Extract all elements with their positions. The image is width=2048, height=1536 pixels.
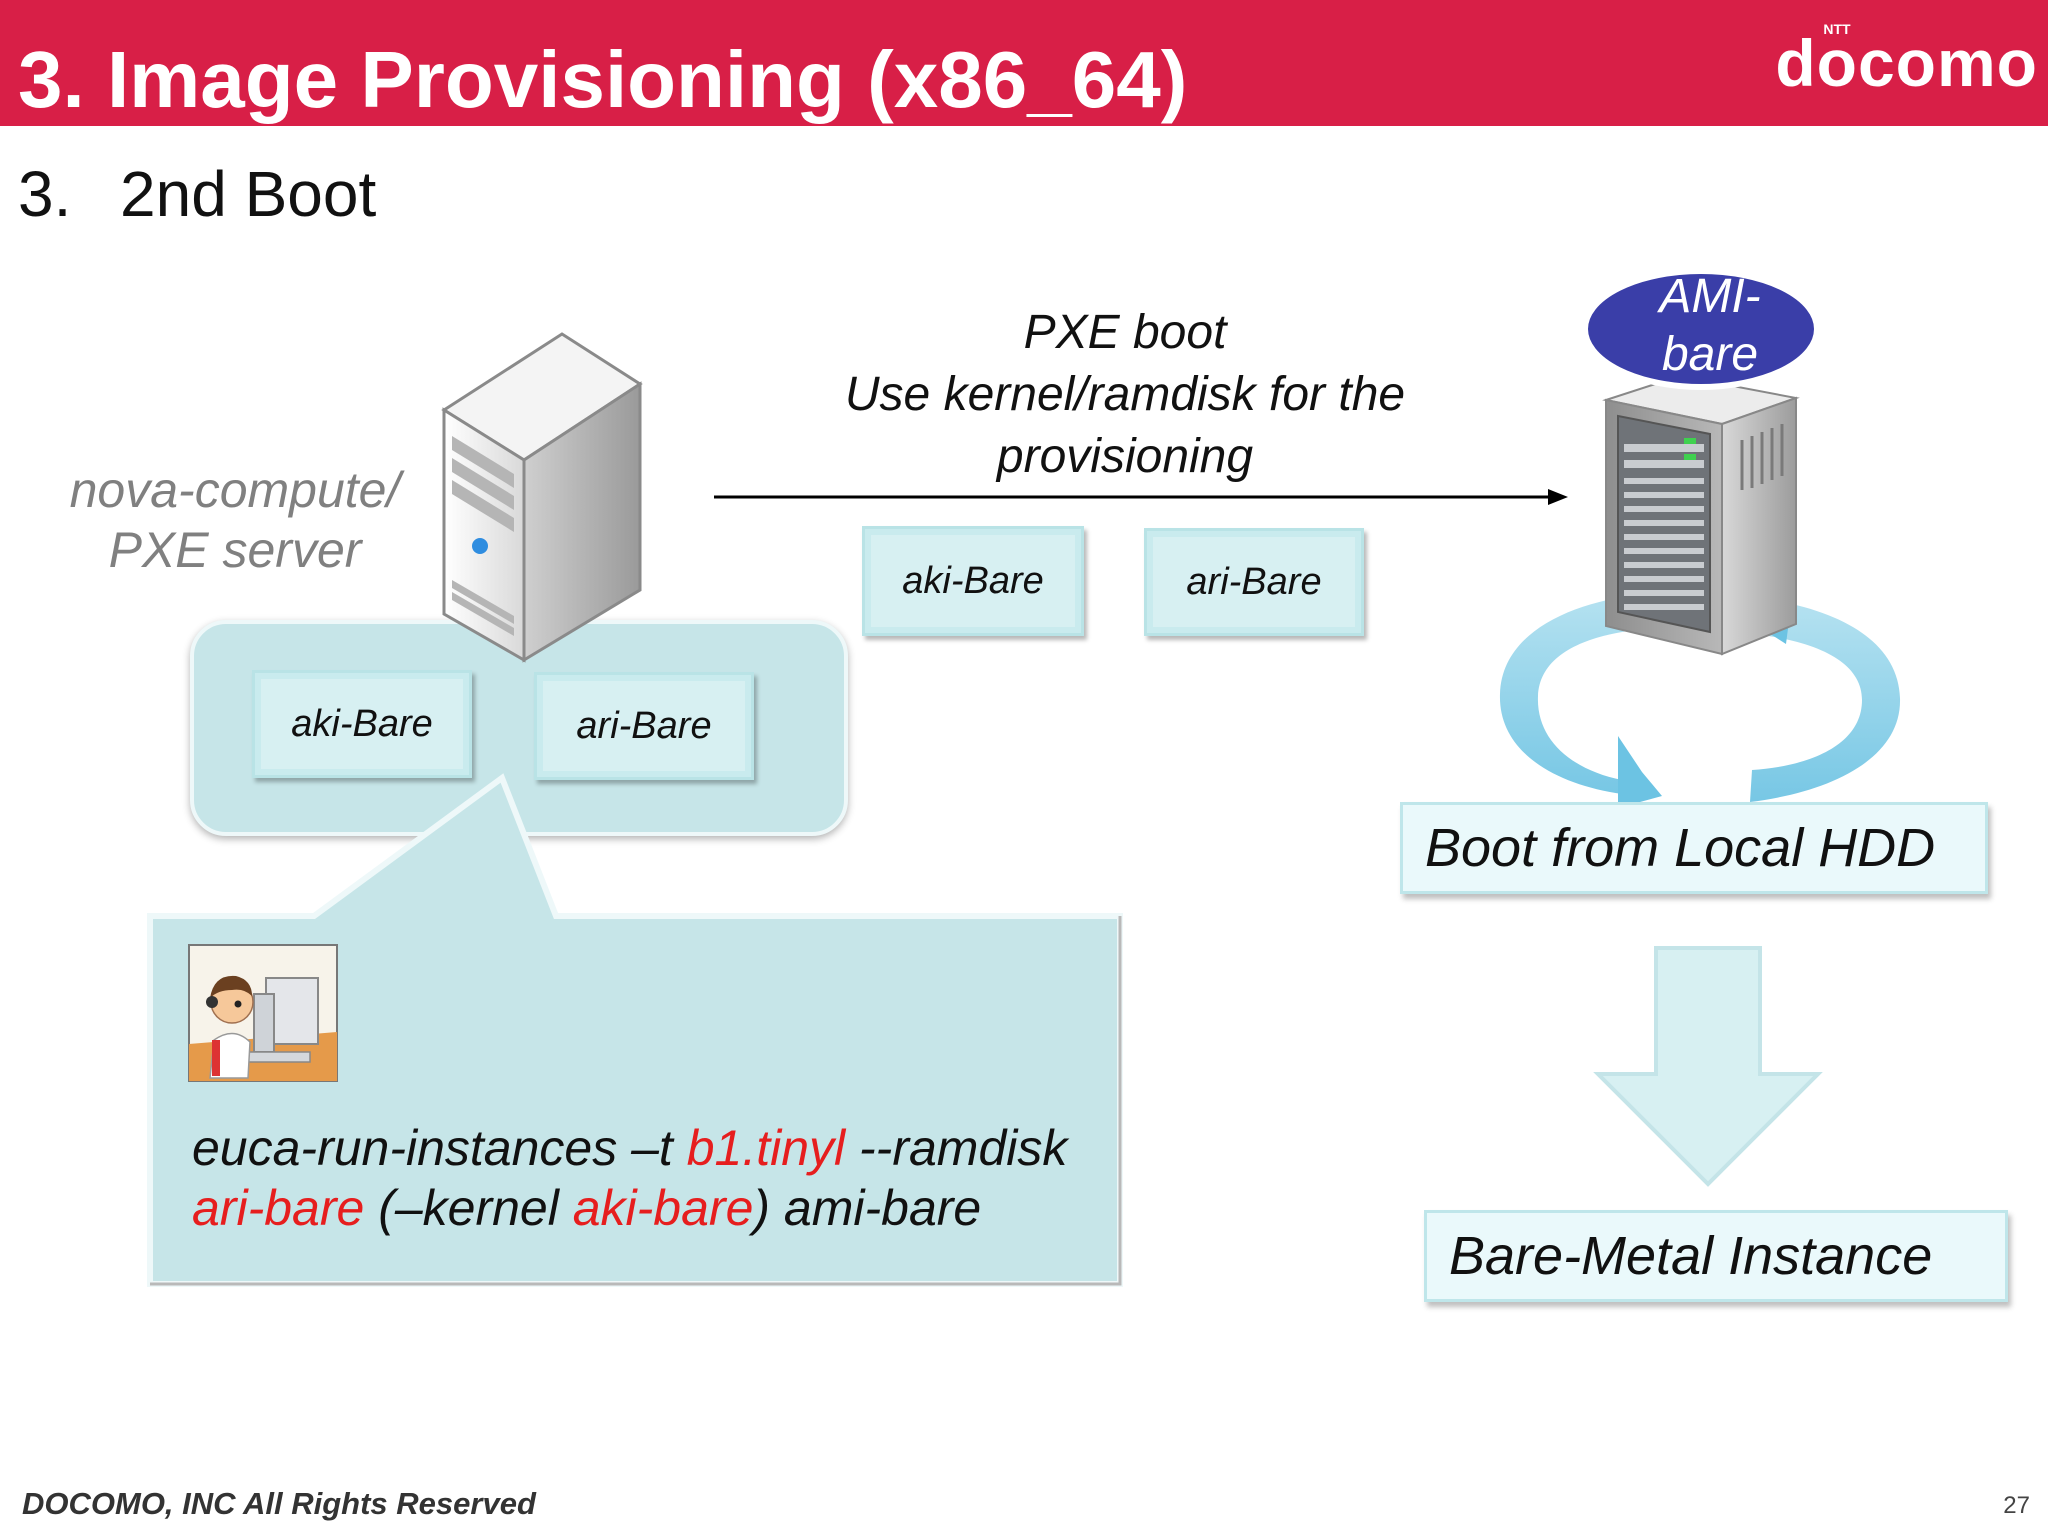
source-node-label-line1: nova-compute/ xyxy=(69,462,401,518)
docomo-logo: NTT docomo xyxy=(1775,22,2038,96)
ami-badge-label: AMI- bare xyxy=(1600,268,1820,384)
ami-badge-line2: bare xyxy=(1661,328,1759,381)
transfer-label-line3: provisioning xyxy=(996,430,1254,483)
command-line2: ari-bare (–kernel aki-bare) ami-bare xyxy=(192,1178,1067,1238)
source-node-label: nova-compute/ PXE server xyxy=(40,460,430,580)
bare-metal-server-icon xyxy=(1602,374,1800,656)
ami-badge xyxy=(1582,268,1820,390)
down-arrow-icon xyxy=(1593,946,1823,1187)
transfer-label-line2: Use kernel/ramdisk for the xyxy=(844,368,1406,421)
command-part: (–kernel xyxy=(364,1180,573,1236)
transfer-image-ari: ari-Bare xyxy=(1144,528,1364,636)
transfer-arrow xyxy=(714,489,1568,505)
command-part: --ramdisk xyxy=(845,1120,1068,1176)
logo-ntt-mark: NTT xyxy=(1823,21,1851,37)
kernel-highlight: aki-bare xyxy=(572,1180,754,1236)
command-part: euca-run-instances –t xyxy=(192,1120,687,1176)
operator-icon xyxy=(188,944,338,1082)
ramdisk-highlight: ari-bare xyxy=(192,1180,365,1236)
transfer-image-aki: aki-Bare xyxy=(862,526,1084,636)
footer-copyright: DOCOMO, INC All Rights Reserved xyxy=(22,1486,536,1521)
logo-wordmark: docomo xyxy=(1775,26,2038,100)
bare-metal-instance-box: Bare-Metal Instance xyxy=(1424,1210,2008,1302)
page-number: 27 xyxy=(2003,1492,2030,1519)
subtitle-text: 2nd Boot xyxy=(120,158,377,230)
source-node-label-line2: PXE server xyxy=(108,522,362,578)
transfer-label-line1: PXE boot xyxy=(1023,306,1227,359)
slide-subtitle: 3.2nd Boot xyxy=(18,162,376,226)
source-image-ari: ari-Bare xyxy=(534,672,754,780)
command-line1: euca-run-instances –t b1.tinyl --ramdisk xyxy=(192,1118,1067,1178)
transfer-label: PXE boot Use kernel/ramdisk for the prov… xyxy=(780,302,1470,488)
flavor-highlight: b1.tinyl xyxy=(686,1120,846,1176)
boot-local-box: Boot from Local HDD xyxy=(1400,802,1988,894)
source-image-aki: aki-Bare xyxy=(252,670,472,778)
pxe-server-icon xyxy=(441,332,643,663)
command-part: ) ami-bare xyxy=(753,1180,982,1236)
subtitle-number: 3. xyxy=(18,158,72,230)
command-text: euca-run-instances –t b1.tinyl --ramdisk… xyxy=(192,1118,1067,1238)
header-bar xyxy=(0,0,2048,126)
slide-title: 3. Image Provisioning (x86_64) xyxy=(18,35,1188,124)
ami-badge-line1: AMI- xyxy=(1659,270,1761,323)
command-callout xyxy=(147,773,1123,1287)
